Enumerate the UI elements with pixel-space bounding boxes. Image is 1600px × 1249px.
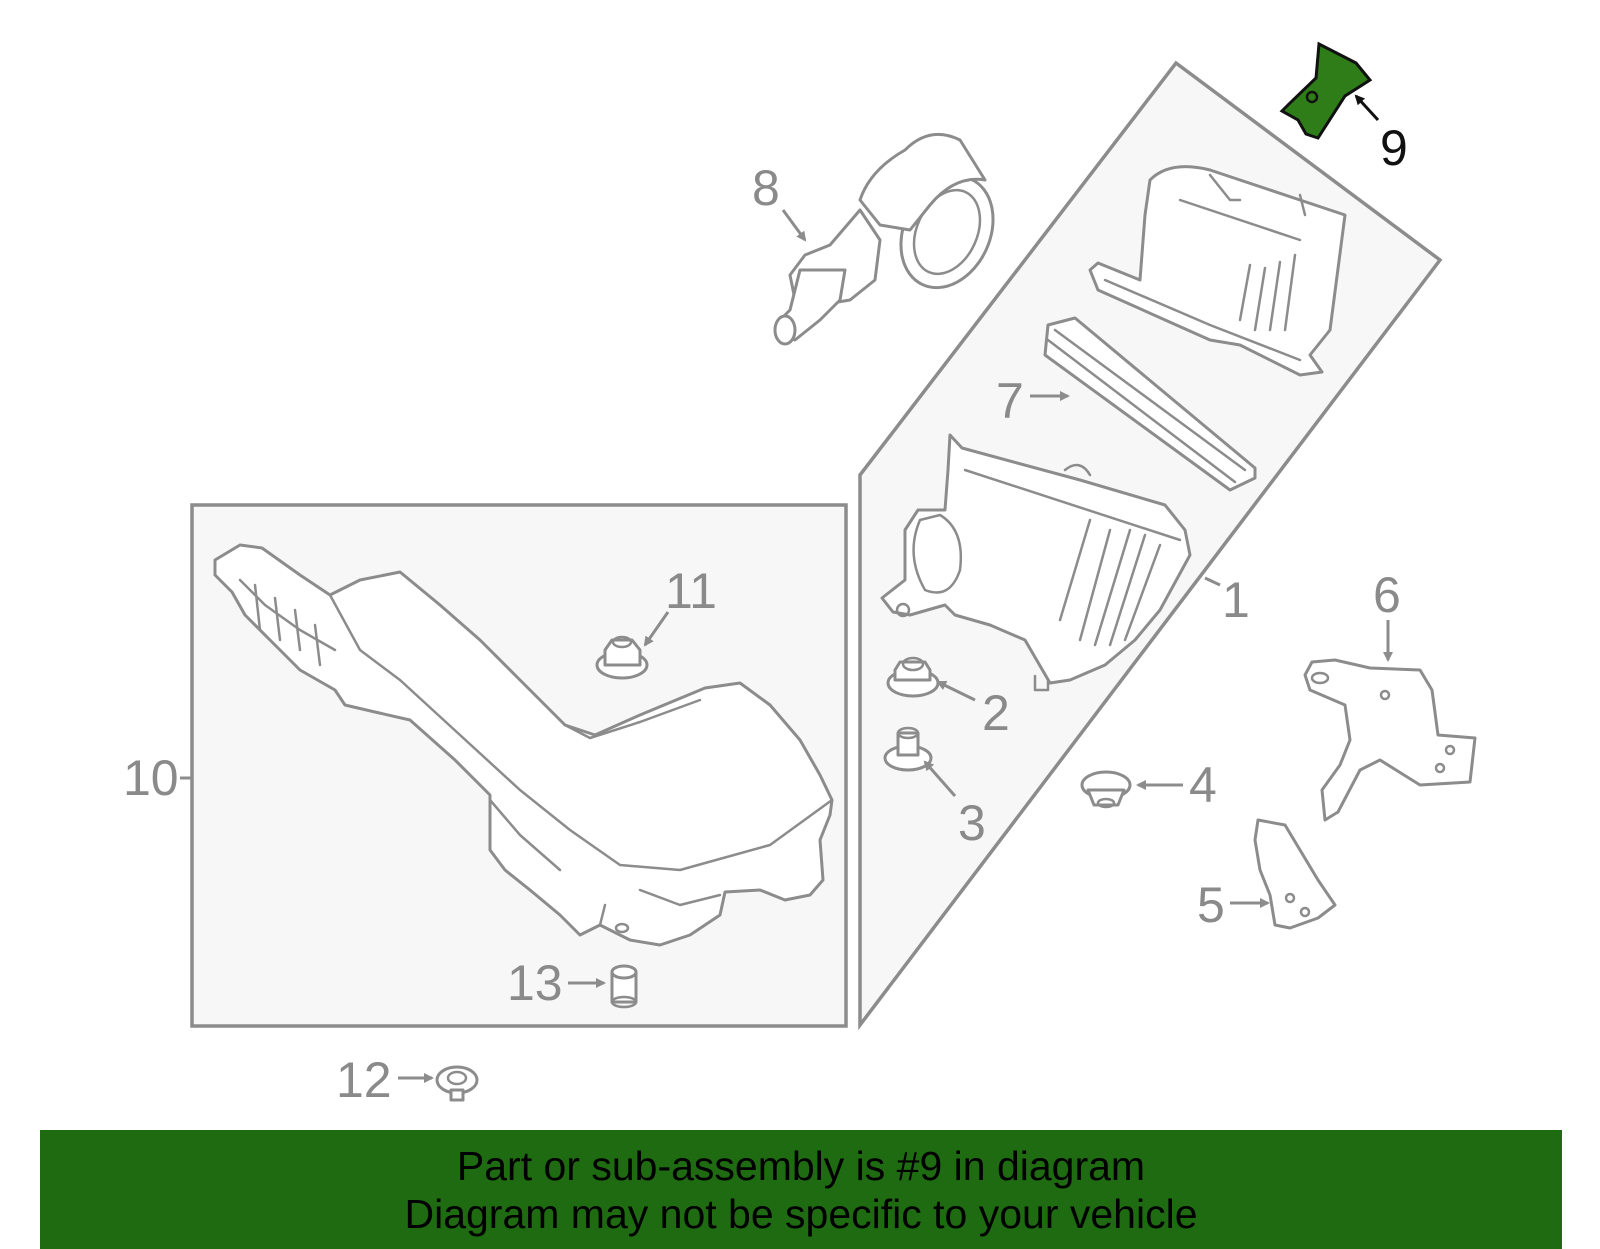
callout-12: 12 (336, 1052, 392, 1108)
banner-line-disclaimer: Diagram may not be specific to your vehi… (404, 1191, 1198, 1237)
part-10-intake-assembly (213, 543, 834, 947)
leader-8 (781, 209, 807, 242)
callout-6: 6 (1373, 567, 1401, 623)
part-7-air-filter (1043, 316, 1257, 492)
callout-7: 7 (996, 373, 1024, 429)
callout-1: 1 (1222, 572, 1250, 628)
callout-2: 2 (982, 685, 1010, 741)
part-11-grommet (595, 635, 649, 680)
callout-4: 4 (1189, 757, 1217, 813)
callout-3: 3 (958, 795, 986, 851)
callout-9: 9 (1380, 120, 1408, 176)
callout-5: 5 (1197, 877, 1225, 933)
info-banner: Part or sub-assembly is #9 in diagram Di… (40, 1130, 1562, 1249)
part-9-sensor[interactable] (1279, 41, 1373, 140)
callout-13: 13 (507, 955, 563, 1011)
part-1-lower-housing (880, 433, 1192, 692)
part-13-bushing (610, 964, 638, 1009)
part-4-grommet (1080, 770, 1132, 809)
leader-1 (1204, 576, 1221, 587)
callout-11: 11 (665, 563, 717, 619)
leader-9 (1354, 94, 1380, 122)
callout-8: 8 (752, 160, 780, 216)
part-5-bracket (1253, 818, 1337, 930)
part-8-intake-duct (773, 132, 995, 346)
leader-2 (936, 680, 976, 702)
banner-line-part: Part or sub-assembly is #9 in diagram (456, 1143, 1146, 1189)
part-3-pin (883, 726, 933, 772)
part-upper-cover (1088, 165, 1347, 377)
part-12-grommet (435, 1065, 479, 1102)
leader-3 (923, 760, 957, 797)
callout-10: 10 (123, 750, 179, 806)
leader-11 (643, 611, 670, 647)
part-6-bracket (1303, 658, 1477, 822)
